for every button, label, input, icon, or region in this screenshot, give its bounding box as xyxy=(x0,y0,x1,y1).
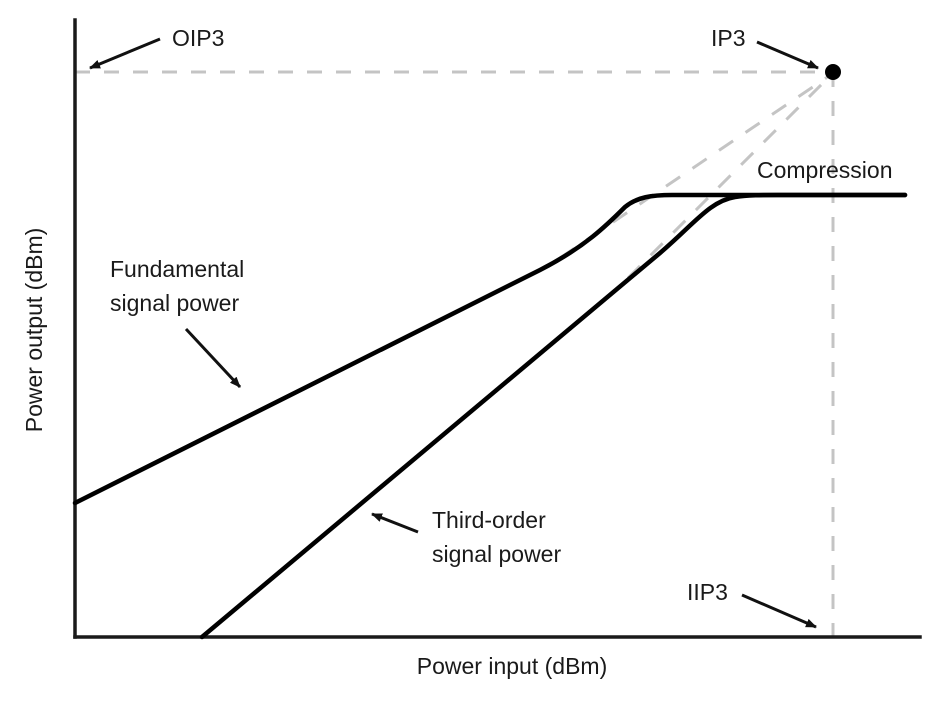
third-order-arrow xyxy=(371,512,419,534)
oip3-arrow xyxy=(89,37,161,70)
y-axis-label: Power output (dBm) xyxy=(21,228,47,433)
oip3-label: OIP3 xyxy=(172,25,224,51)
extrapolation-lines-group xyxy=(559,74,831,280)
fundamental-label-line1: Fundamental xyxy=(110,256,244,282)
compression-label: Compression xyxy=(757,157,893,183)
fundamental-arrow xyxy=(184,327,242,389)
fundamental-extrapolation-dashed-line xyxy=(559,74,830,260)
axes-group xyxy=(73,18,922,639)
iip3-arrow xyxy=(741,593,817,629)
iip3-label: IIP3 xyxy=(687,579,728,605)
annotation-arrows-group xyxy=(89,37,819,629)
third-order-label-line2: signal power xyxy=(432,541,561,567)
reference-lines-group xyxy=(75,70,835,637)
fundamental-signal-power-curve xyxy=(72,192,908,506)
ip3-arrow xyxy=(756,40,819,70)
third-order-label-line1: Third-order xyxy=(432,507,546,533)
third-order-signal-power-curve xyxy=(199,192,908,640)
ip3-intercept-point-marker xyxy=(825,64,841,80)
fundamental-label-line2: signal power xyxy=(110,290,239,316)
ip3-label: IP3 xyxy=(711,25,746,51)
third-order-extrapolation-dashed-line xyxy=(626,75,831,280)
x-axis-label: Power input (dBm) xyxy=(417,653,607,679)
